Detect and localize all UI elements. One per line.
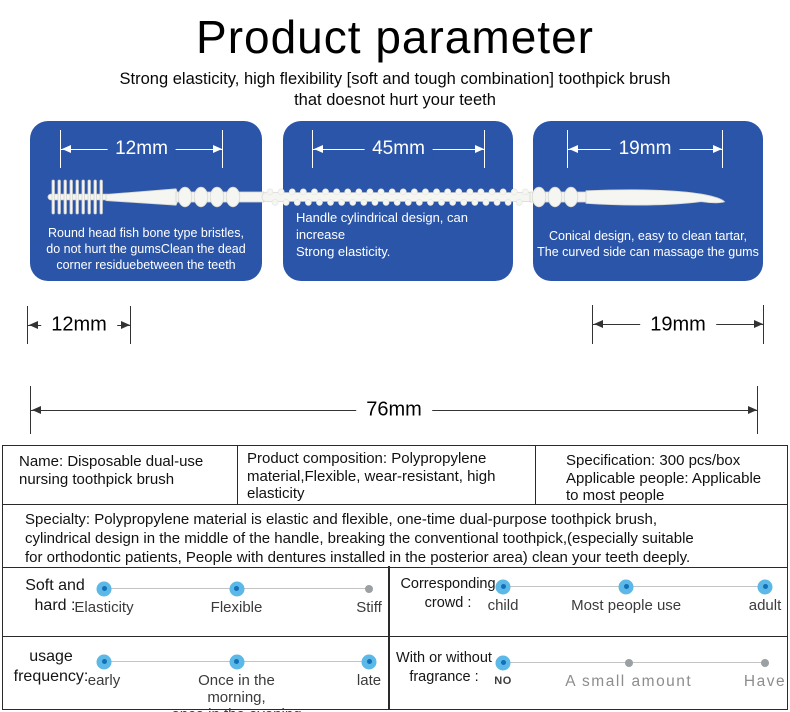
spec-specification-cell: Specification: 300 pcs/box Applicable pe…	[566, 452, 762, 504]
dimension-label: 45mm	[364, 138, 433, 160]
slider-point-label: child	[487, 597, 519, 614]
feature-description: Conical design, easy to clean tartar, Th…	[537, 229, 759, 259]
slider-line	[96, 654, 377, 669]
slider-point-label: Once in the morning, once in the evening	[171, 672, 301, 712]
slider-dot	[229, 654, 244, 669]
feature-box-handle: 45mm Handle cylindrical design, can incr…	[283, 121, 513, 281]
slider-track: Elasticity Flexible Stiff	[74, 581, 382, 616]
spec-table: Name: Disposable dual-use nursing toothp…	[2, 445, 788, 568]
dimension-arrow-76mm: 76mm	[30, 386, 758, 434]
dimension-label: 19mm	[610, 138, 680, 160]
slider-dot	[361, 654, 377, 669]
attribute-sliders-grid: Soft and hard : Elasticity Flexible Stif…	[2, 566, 788, 712]
slider-dot	[495, 655, 511, 670]
page-subtitle: Strong elasticity, high flexibility [sof…	[119, 70, 671, 109]
dimension-arrow-12mm: 12mm	[27, 306, 131, 344]
dimension-label: 12mm	[107, 138, 176, 160]
arrow-left-icon	[61, 144, 71, 153]
divider	[3, 635, 787, 637]
slider-point-label: early	[87, 672, 121, 689]
feature-description: Round head fish bone type bristles, do n…	[46, 226, 246, 272]
dimension-arrow-pick-tip: 19mm	[567, 130, 723, 168]
slider-track: NO A small amount Have	[494, 655, 785, 690]
feature-box-brush-head: 12mm Round head fish bone type bristles,…	[30, 121, 262, 281]
slider-dot	[365, 584, 373, 593]
slider-dot	[96, 654, 112, 669]
slider-point-label: A small amount	[565, 673, 693, 690]
page-title: Product parameter	[196, 11, 594, 63]
feature-description: Handle cylindrical design, can increase …	[296, 210, 468, 259]
slider-point-label: Have	[743, 673, 787, 690]
slider-point-label: Flexible	[210, 599, 263, 616]
arrow-left-icon	[568, 144, 578, 153]
spec-name-cell: Name: Disposable dual-use nursing toothp…	[3, 446, 238, 504]
divider	[388, 566, 390, 709]
slider-label: Soft and hard :	[25, 577, 85, 614]
arrow-right-icon	[712, 144, 722, 153]
arrow-left-icon	[31, 405, 41, 414]
slider-point-label: NO	[494, 675, 512, 687]
slider-dot	[96, 581, 112, 596]
arrow-right-icon	[212, 144, 222, 153]
arrow-right-icon	[747, 405, 757, 414]
slider-soft-hard: Soft and hard : Elasticity Flexible Stif…	[3, 566, 388, 636]
slider-point-label: late	[356, 672, 382, 689]
slider-dot	[624, 658, 633, 667]
dimension-label: 12mm	[41, 313, 117, 337]
slider-dot	[618, 579, 634, 594]
slider-point-label: Elasticity	[74, 599, 134, 616]
spec-specialty-cell: Specialty: Polypropylene material is ela…	[3, 505, 787, 568]
dimension-label: 19mm	[640, 313, 716, 336]
spec-table-row: Name: Disposable dual-use nursing toothp…	[3, 446, 787, 505]
arrow-left-icon	[593, 320, 603, 328]
slider-track: child Most people use adult	[488, 579, 781, 614]
feature-box-pick-tip: 19mm Conical design, easy to clean tarta…	[533, 121, 763, 281]
arrow-right-icon	[753, 320, 763, 328]
arrow-left-icon	[28, 320, 38, 329]
slider-label: Corresponding crowd :	[400, 576, 496, 611]
slider-label: usage frequency:	[13, 648, 89, 685]
spec-composition-cell: Product composition: Polypropylene mater…	[238, 446, 536, 504]
slider-label: With or without fragrance :	[396, 650, 492, 685]
slider-corresponding-crowd: Corresponding crowd : child Most people …	[390, 566, 787, 636]
arrow-right-icon	[120, 320, 130, 329]
slider-line	[495, 655, 769, 670]
dimension-arrow-handle: 45mm	[312, 130, 485, 168]
slider-track: early Once in the morning, once in the e…	[88, 654, 381, 712]
slider-fragrance: With or without fragrance : NO A small a…	[390, 637, 787, 709]
dimension-label: 76mm	[356, 398, 432, 422]
slider-point-label: Most people use	[571, 597, 682, 614]
slider-dot	[761, 658, 769, 667]
arrow-left-icon	[313, 144, 323, 153]
slider-usage-frequency: usage frequency: early Once in the morni…	[3, 637, 388, 712]
slider-dot	[229, 581, 244, 596]
slider-point-label: Stiff	[356, 599, 382, 616]
slider-line	[96, 581, 373, 596]
slider-dot	[757, 579, 773, 594]
slider-point-label: adult	[748, 597, 782, 614]
dimension-arrow-brush-head: 12mm	[60, 130, 223, 168]
dimension-arrow-19mm: 19mm	[592, 305, 764, 344]
arrow-right-icon	[474, 144, 484, 153]
slider-line	[495, 579, 773, 594]
slider-dot	[495, 579, 511, 594]
